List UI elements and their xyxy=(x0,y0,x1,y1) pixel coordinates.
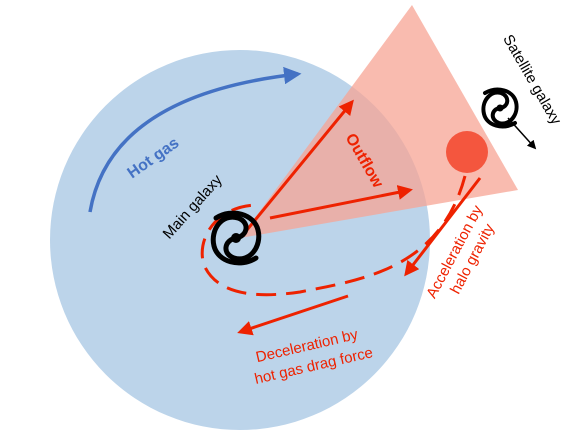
main-galaxy-icon xyxy=(210,210,262,266)
hot-gas-rotation-arrow xyxy=(88,66,302,213)
satellite-galaxy-label: Satellite galaxy xyxy=(499,32,564,128)
deceleration-arrow xyxy=(237,294,349,336)
acceleration-arrow xyxy=(404,177,482,277)
outflow-arrow-upper xyxy=(240,99,354,237)
satellite-galaxy-icon xyxy=(481,87,519,129)
satellite-motion-arrow xyxy=(507,117,537,150)
outflow-cone xyxy=(240,5,518,238)
outflow-arrow-lower xyxy=(269,184,413,220)
acceleration-label: Acceleration by halo gravity xyxy=(423,199,505,310)
satellite-orbit-path xyxy=(200,175,467,297)
satellite-gas-blob xyxy=(446,131,488,173)
